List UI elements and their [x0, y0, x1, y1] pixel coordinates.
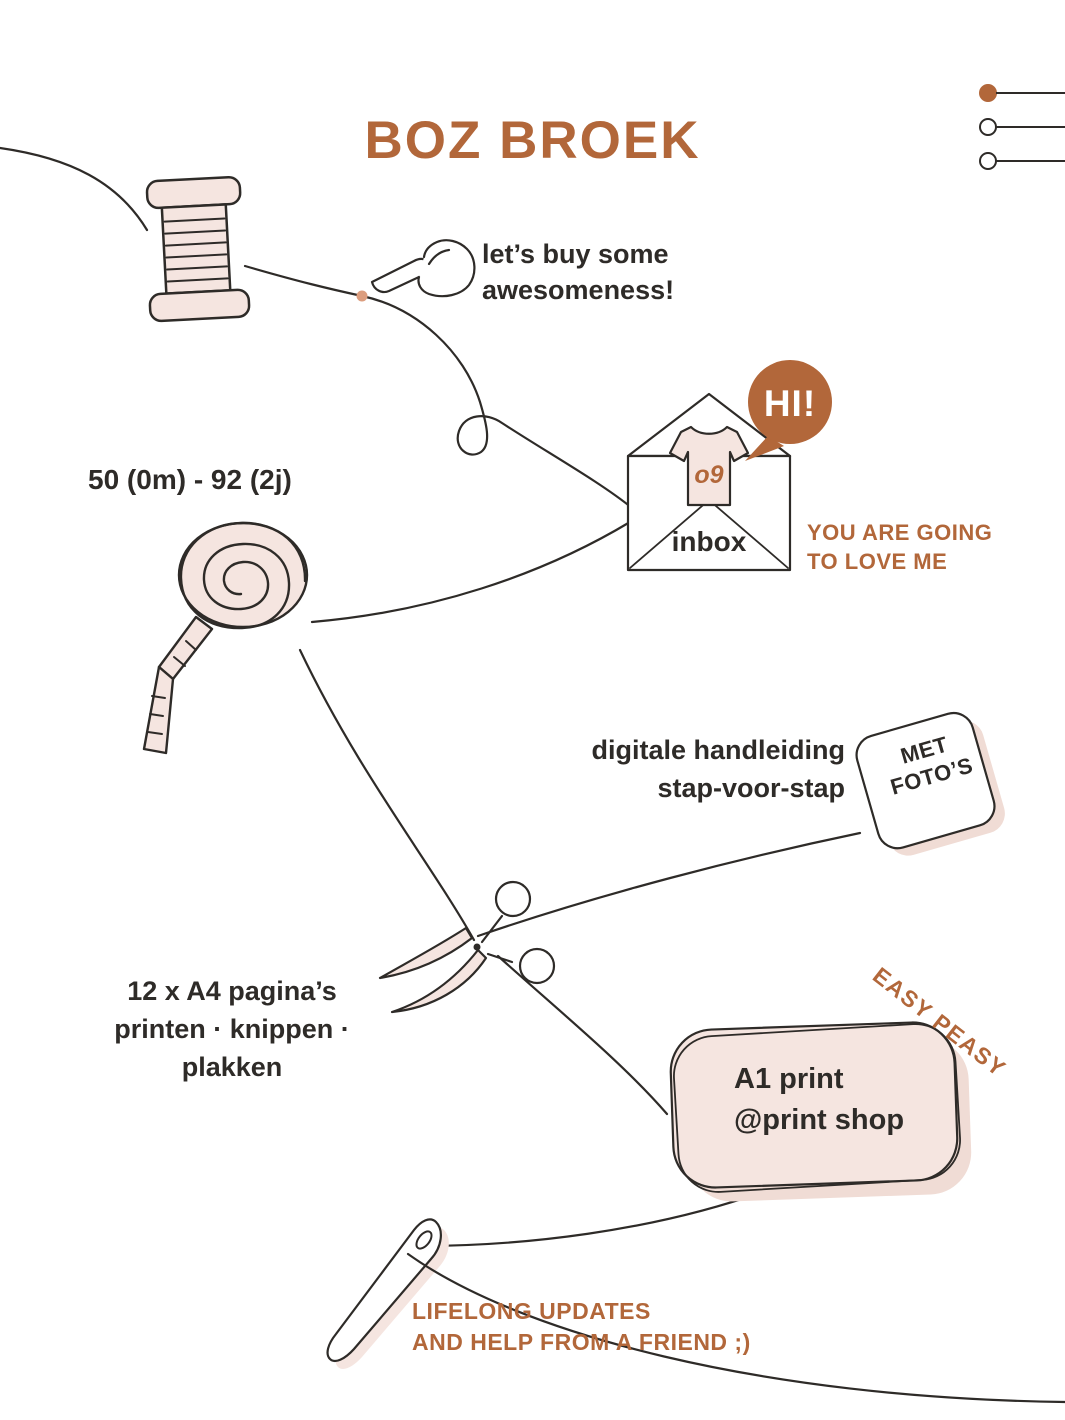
love-tagline: YOU ARE GOING TO LOVE ME [807, 518, 992, 576]
pages-note-line-1: 12 x A4 pagina’s [127, 976, 337, 1006]
tape-tail-lower [142, 665, 175, 755]
envelope-icon [626, 392, 792, 572]
love-tagline-line-2: TO LOVE ME [807, 549, 948, 574]
updates-note-line-2: AND HELP FROM A FRIEND ;) [412, 1329, 751, 1355]
love-tagline-line-1: YOU ARE GOING [807, 520, 993, 545]
met-fotos-badge-icon [855, 711, 1005, 856]
shirt-logo: o9 [694, 461, 724, 489]
print-shop-line-1: A1 print [734, 1063, 844, 1095]
manual-note: digitale handleiding stap-voor-stap [545, 731, 845, 807]
print-box-icon [669, 1021, 972, 1202]
thread-spool-icon [145, 175, 251, 323]
nav-step-3[interactable] [979, 152, 1065, 170]
needle-body [326, 1218, 442, 1363]
thread-line [0, 146, 862, 1248]
scissors-icon [378, 880, 556, 1014]
nav-step-1-line [996, 91, 1065, 95]
pointing-hand-icon [370, 239, 476, 298]
hand-thumb [427, 248, 451, 266]
needle-eye [415, 1230, 433, 1250]
scissors-blade-1 [390, 948, 488, 1014]
buy-note: let’s buy some awesomeness! [482, 236, 674, 308]
nav-step-2[interactable] [979, 118, 1065, 136]
page-nav [979, 84, 1065, 170]
sizes-label: 50 (0m) - 92 (2j) [88, 464, 292, 495]
baby-shirt [668, 425, 750, 507]
measuring-tape-icon [142, 521, 309, 755]
scissors-handle-1 [494, 880, 532, 918]
updates-note: LIFELONG UPDATES AND HELP FROM A FRIEND … [412, 1296, 751, 1358]
print-shop-note: A1 print @print shop [734, 1059, 904, 1141]
tape-tail-upper [157, 615, 214, 681]
hand-fist [417, 239, 476, 298]
nav-step-3-line [996, 159, 1065, 163]
nav-step-2-line [996, 125, 1065, 129]
speech-bubble-icon [745, 360, 832, 461]
scissors-blade-2 [378, 926, 474, 980]
manual-note-line-1: digitale handleiding [591, 735, 845, 765]
buy-note-line-1: let’s buy some [482, 239, 669, 269]
scissors-pivot [473, 943, 481, 951]
speech-bubble-tail [745, 436, 784, 461]
scissors-shank-1 [480, 914, 504, 944]
speech-bubble-circle [748, 360, 832, 444]
badge-card [855, 711, 996, 850]
hi-bubble-text: HI! [763, 383, 817, 424]
pages-note-line-2: printen · knippen · plakken [114, 1014, 350, 1082]
page-title: BOZ BROEK [364, 110, 701, 170]
print-shop-line-2: @print shop [734, 1104, 905, 1136]
manual-note-line-2: stap-voor-stap [657, 773, 845, 803]
tape-tick-marks [147, 640, 197, 735]
envelope-fold-lines [629, 499, 789, 569]
scissors-shank-2 [486, 952, 514, 964]
nav-step-1[interactable] [979, 84, 1065, 102]
tape-spiral [179, 521, 307, 630]
pages-note: 12 x A4 pagina’s printen · knippen · pla… [62, 972, 402, 1086]
nav-step-1-dot-icon [979, 84, 997, 102]
updates-note-line-1: LIFELONG UPDATES [412, 1298, 651, 1324]
scissors-handle-2 [518, 947, 556, 985]
print-box-card [669, 1021, 959, 1189]
spool-winding-lines [163, 217, 229, 283]
spool-bottom-flange [148, 288, 251, 323]
buy-note-line-2: awesomeness! [482, 275, 675, 305]
print-box-inner-line [673, 1023, 961, 1193]
thread-line-exit [406, 1252, 1065, 1404]
inbox-label: inbox [671, 526, 747, 557]
thread-dot [356, 290, 368, 302]
